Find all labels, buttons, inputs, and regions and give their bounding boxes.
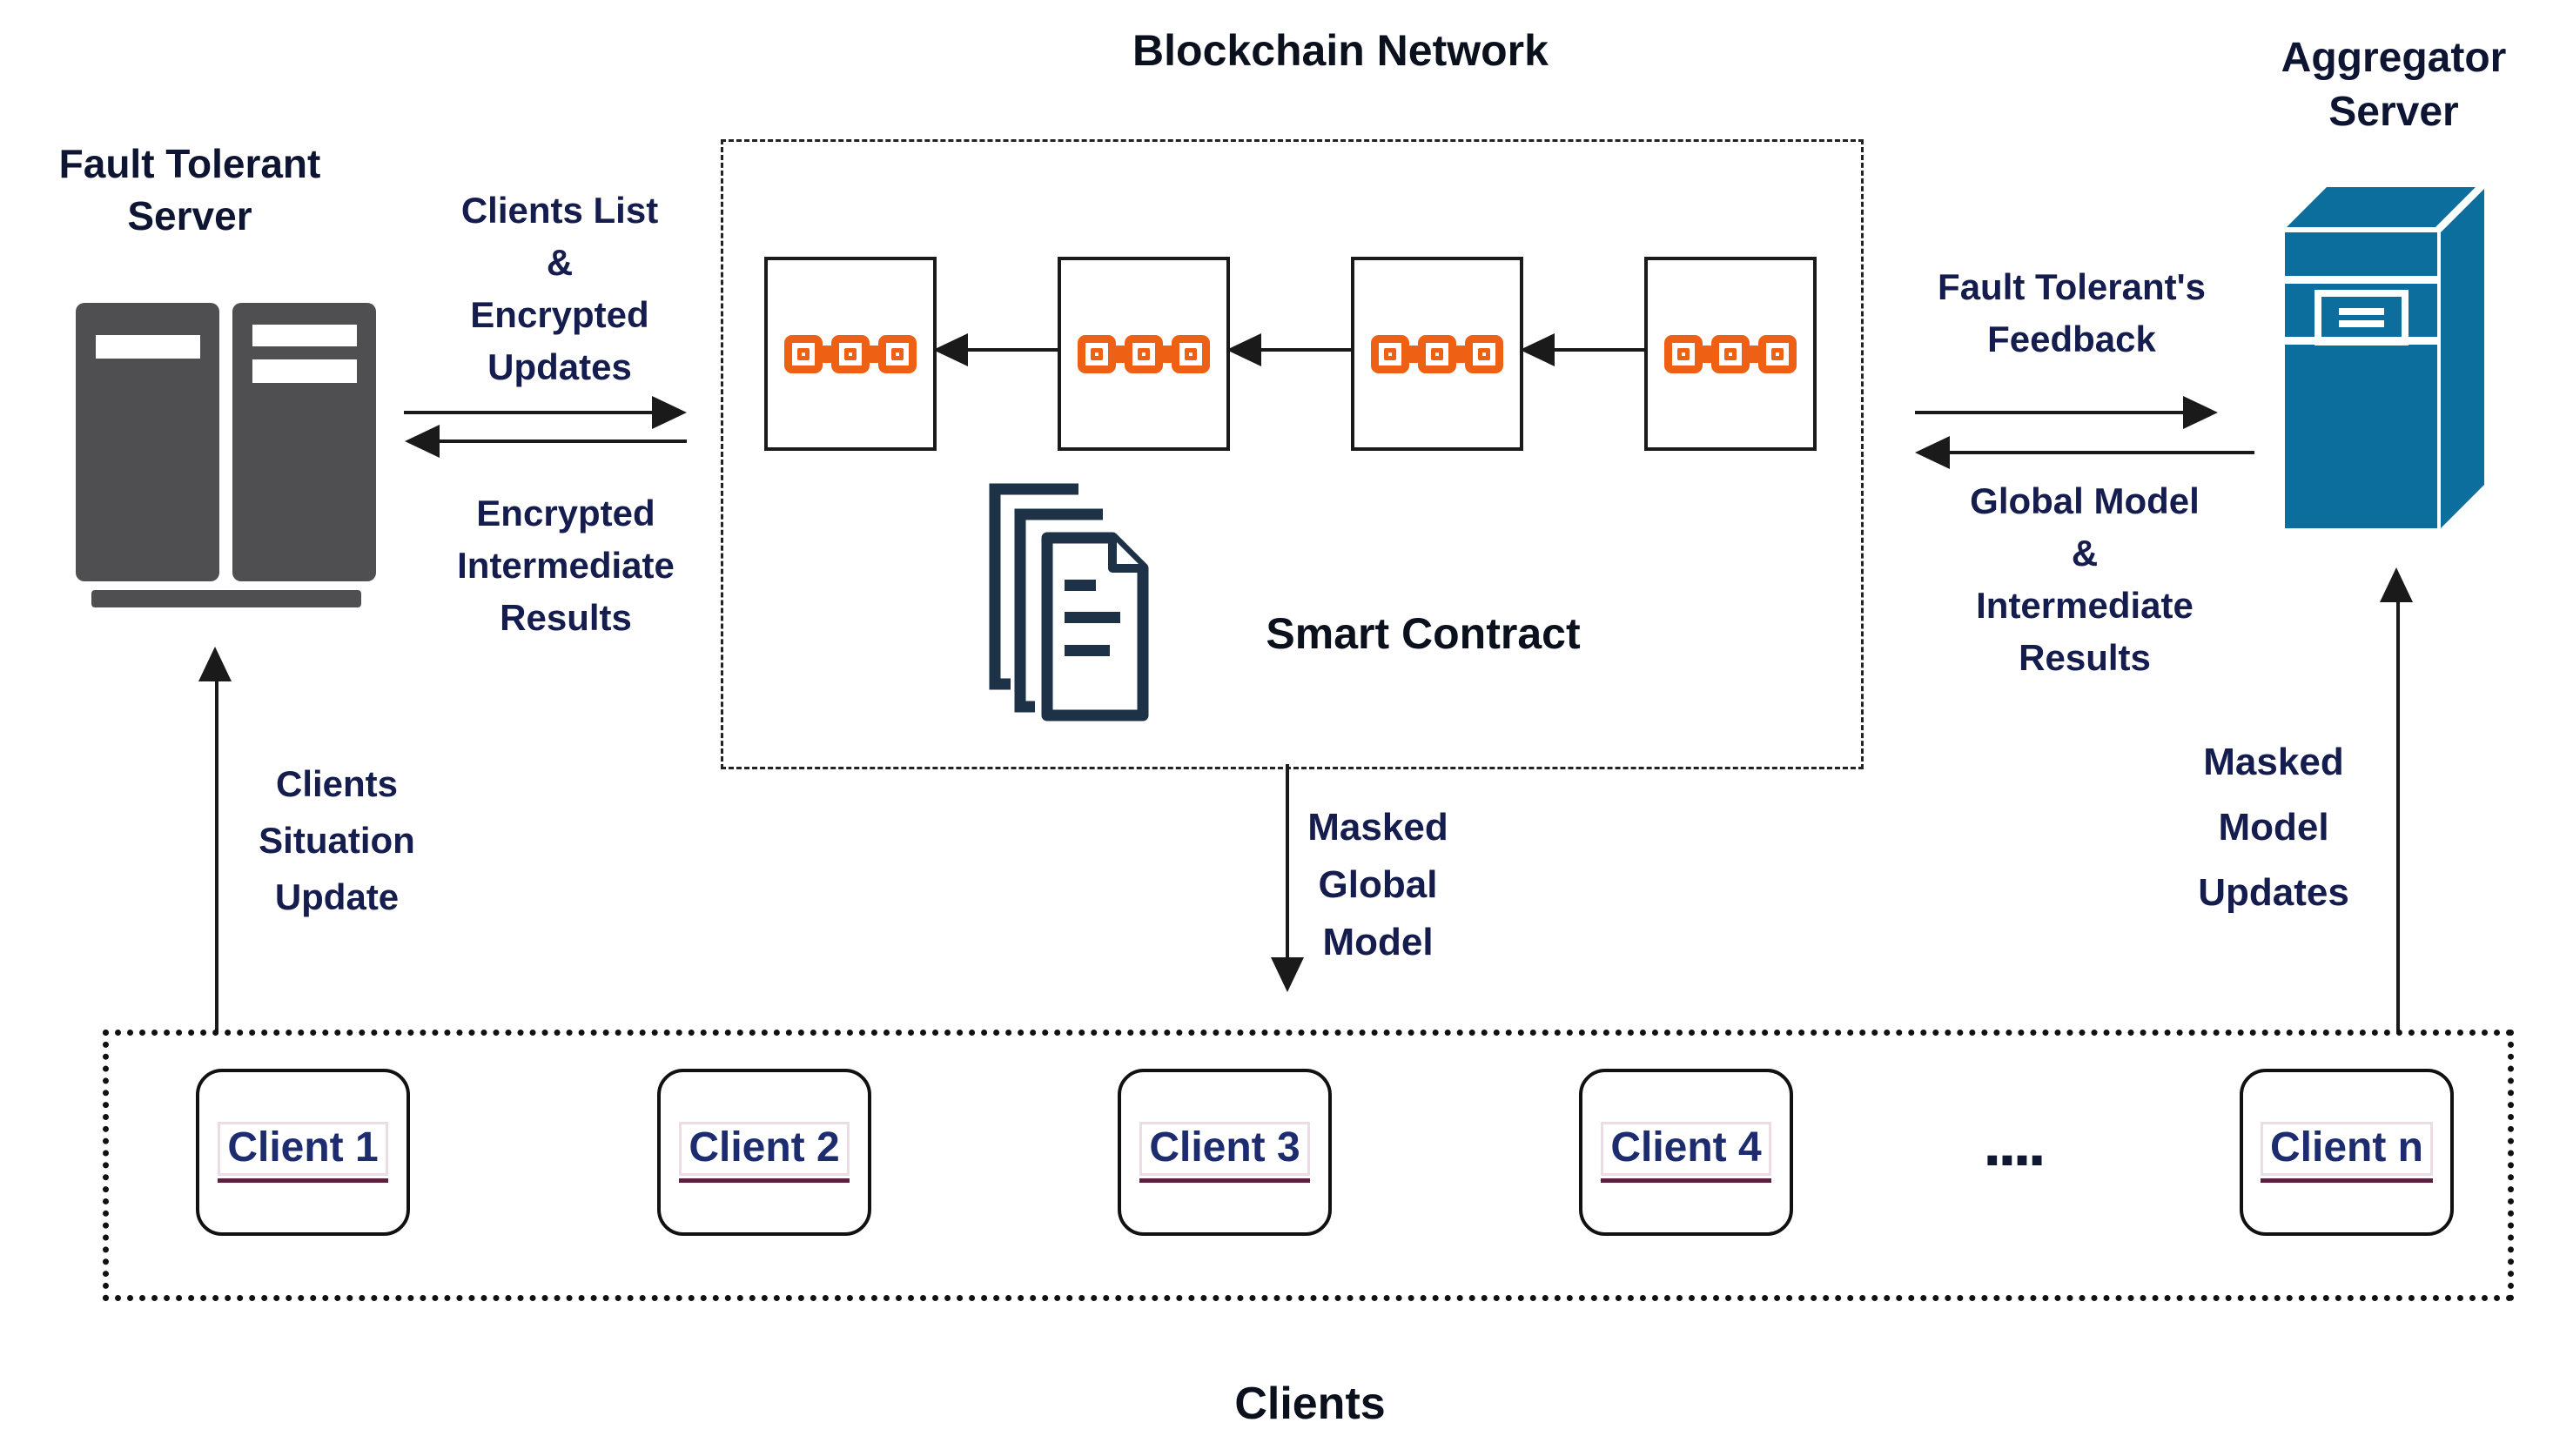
- chain-link: [1371, 334, 1409, 373]
- blockchain-block: [1644, 257, 1817, 451]
- server-tower-right: [232, 303, 376, 581]
- arrowhead-right-icon: [2183, 396, 2218, 429]
- client-node: Client 1: [196, 1069, 410, 1236]
- client-underline: [1601, 1178, 1771, 1183]
- client-node: Client 3: [1118, 1069, 1332, 1236]
- aggregator-top-face: [2287, 187, 2476, 227]
- chain-connector: [1161, 345, 1173, 363]
- arrowhead-down-icon: [1271, 957, 1304, 992]
- blockchain-network-box: [721, 139, 1864, 769]
- aggregator-panel: [2314, 290, 2409, 346]
- aggregator-front-face: [2285, 232, 2437, 528]
- aggregator-side-face: [2441, 189, 2484, 528]
- label-clients-list: Clients List & Encrypted Updates: [460, 190, 659, 387]
- arrowhead-left-icon: [1915, 436, 1950, 469]
- client-node: Client n: [2240, 1069, 2454, 1236]
- blockchain-title: Blockchain Network: [1132, 26, 1549, 75]
- clients-box: [103, 1030, 2514, 1301]
- chain-icon: [1371, 334, 1503, 373]
- label-masked-global: Masked Global Model: [1307, 806, 1448, 963]
- chain-connector: [1748, 345, 1760, 363]
- aggregator-server-icon: [2285, 187, 2494, 535]
- chain-connector: [1455, 345, 1467, 363]
- chain-connector: [868, 345, 880, 363]
- client-underline: [1139, 1178, 1310, 1183]
- chain-icon: [1078, 334, 1210, 373]
- chain-connector: [1408, 345, 1420, 363]
- server-icon: [76, 303, 377, 607]
- label-clients-situation: Clients Situation Update: [259, 763, 415, 917]
- label-fault-feedback: Fault Tolerant's Feedback: [1938, 266, 2206, 359]
- chain-link: [1465, 334, 1503, 373]
- chain-link: [784, 334, 823, 373]
- blockchain-block: [1351, 257, 1523, 451]
- server-slot: [96, 335, 200, 359]
- label-global-model: Global Model & Intermediate Results: [1970, 480, 2200, 678]
- blockchain-block: [1058, 257, 1230, 451]
- arrowhead-left-icon: [405, 425, 440, 458]
- client-label: Client 1: [218, 1122, 388, 1176]
- chain-link: [1664, 334, 1703, 373]
- label-masked-updates: Masked Model Updates: [2198, 741, 2349, 914]
- arrowhead-left-icon: [933, 333, 968, 366]
- chain-connector: [821, 345, 833, 363]
- label-encrypted-results: Encrypted Intermediate Results: [457, 493, 675, 638]
- chain-connector: [1114, 345, 1126, 363]
- chain-link: [1078, 334, 1116, 373]
- chain-link: [1125, 334, 1163, 373]
- server-base: [91, 590, 361, 607]
- chain-link: [1172, 334, 1210, 373]
- client-node: Client 4: [1579, 1069, 1793, 1236]
- chain-link: [878, 334, 917, 373]
- smart-contract-icon: [989, 483, 1149, 721]
- server-slot: [252, 325, 357, 346]
- arrowhead-up-icon: [2380, 567, 2413, 602]
- arrowhead-up-icon: [198, 647, 232, 681]
- arrowhead-left-icon: [1226, 333, 1261, 366]
- client-label: Client 4: [1601, 1122, 1771, 1176]
- client-underline: [2261, 1178, 2433, 1183]
- client-label: Client 3: [1139, 1122, 1310, 1176]
- chain-connector: [1701, 345, 1713, 363]
- chain-link: [1418, 334, 1456, 373]
- chain-link: [1711, 334, 1750, 373]
- blockchain-block: [764, 257, 937, 451]
- client-label: Client n: [2261, 1122, 2433, 1176]
- arrowhead-left-icon: [1520, 333, 1555, 366]
- clients-caption: Clients: [1234, 1379, 1386, 1429]
- chain-link: [831, 334, 870, 373]
- client-underline: [679, 1178, 850, 1183]
- server-tower-left: [76, 303, 219, 581]
- clients-ellipsis: ....: [1983, 1106, 2046, 1180]
- smart-contract-label: Smart Contract: [1266, 609, 1581, 658]
- client-node: Client 2: [657, 1069, 871, 1236]
- aggregator-title: Aggregator Server: [2281, 35, 2507, 135]
- fault-server-title: Fault Tolerant Server: [58, 141, 321, 238]
- arrowhead-right-icon: [652, 396, 687, 429]
- chain-icon: [1664, 334, 1797, 373]
- server-slot: [252, 359, 357, 383]
- client-underline: [218, 1178, 388, 1183]
- chain-link: [1758, 334, 1797, 373]
- client-label: Client 2: [679, 1122, 850, 1176]
- chain-icon: [784, 334, 917, 373]
